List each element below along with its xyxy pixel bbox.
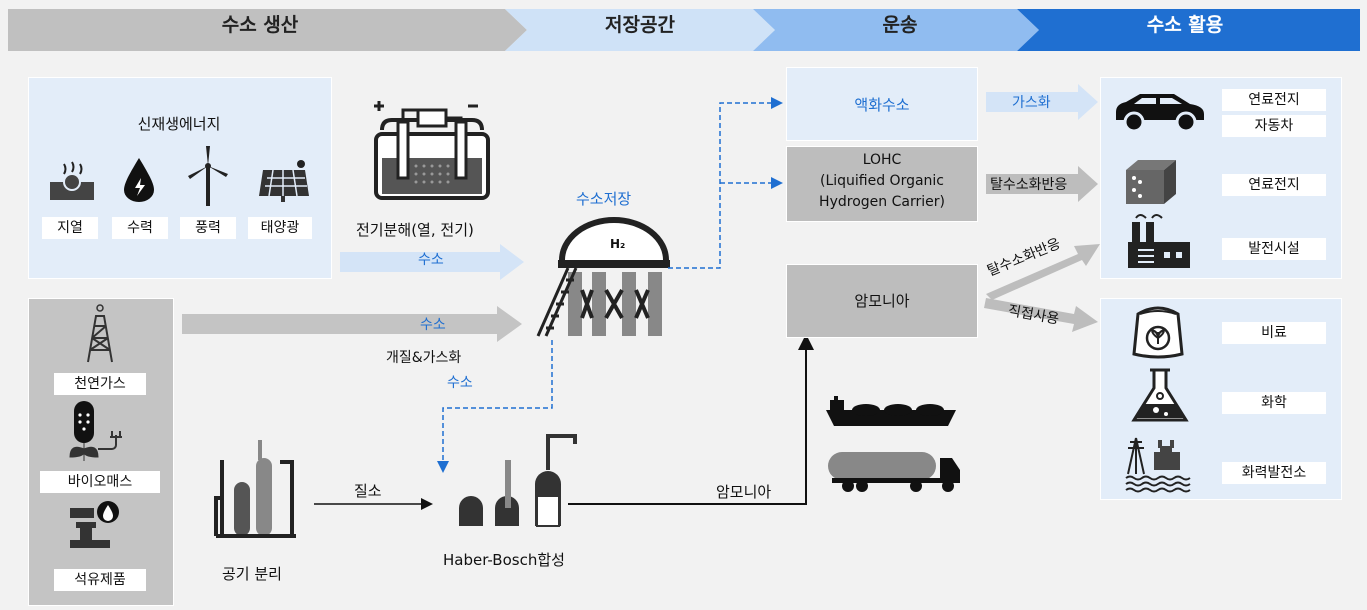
- storage-tank-icon: [536, 217, 670, 337]
- solar-panel-icon: [259, 160, 309, 202]
- use-power-plant: 발전시설: [1222, 238, 1326, 260]
- ammonia-line-label: 암모니아: [716, 483, 772, 501]
- fuel-cell-icon: [1126, 160, 1176, 204]
- fossil-item-biomass: 바이오매스: [40, 471, 160, 493]
- electrolyzer-icon: [374, 101, 490, 200]
- renewable-item-solar: 태양광: [248, 217, 312, 239]
- thermal-power-icon: [1125, 437, 1191, 493]
- stage-storage: 저장공간: [605, 14, 675, 36]
- fossil-item-oil: 석유제품: [54, 569, 146, 591]
- use-chemical: 화학: [1222, 392, 1326, 414]
- use-thermal-power: 화력발전소: [1222, 462, 1326, 484]
- stage-transport: 운송: [882, 14, 918, 36]
- haber-bosch-plant-icon: [459, 434, 577, 527]
- ammonia-label: 암모니아: [854, 292, 910, 310]
- gasification-arrow: [986, 84, 1098, 120]
- haber-bosch-label: Haber-Bosch합성: [443, 551, 565, 569]
- stage-header-bar: [8, 9, 1360, 51]
- air-separation-label: 공기 분리: [222, 565, 282, 583]
- flask-icon: [1131, 368, 1189, 422]
- reforming-label: 개질&가스화: [386, 350, 462, 366]
- liquid-hydrogen-label: 액화수소: [854, 96, 910, 114]
- ammonia-dehydro-arrow: [986, 244, 1100, 300]
- renewable-item-geothermal: 지열: [42, 217, 98, 239]
- tanker-truck-icon: [828, 452, 960, 492]
- renewable-h2-arrow-label: 수소: [418, 252, 444, 268]
- dehydrogenation-label: 탈수소화반응: [990, 177, 1068, 193]
- fertilizer-bag-icon: [1132, 306, 1184, 359]
- renewable-item-wind: 풍력: [180, 217, 236, 239]
- renewable-item-hydro: 수력: [112, 217, 168, 239]
- use-car-line1: 연료전지: [1222, 89, 1326, 111]
- stage-utilization: 수소 활용: [1146, 14, 1224, 36]
- air-separation-icon: [214, 440, 296, 538]
- car-icon: [1116, 94, 1204, 133]
- storage-title: 수소저장: [576, 190, 632, 208]
- geothermal-icon: [50, 161, 94, 200]
- use-fuel-cell: 연료전지: [1222, 174, 1326, 196]
- fossil-h2-arrow-label: 수소: [420, 317, 446, 333]
- use-fertilizer: 비료: [1222, 322, 1326, 344]
- gas-derrick-icon: [87, 304, 113, 363]
- stage-production: 수소 생산: [221, 14, 299, 36]
- biomass-icon: [69, 401, 122, 461]
- lohc-desc-1: (Liquified Organic: [819, 173, 945, 189]
- lohc-desc-2: Hydrogen Carrier): [819, 194, 945, 210]
- electrolysis-label: 전기분해(열, 전기): [356, 221, 474, 239]
- wind-turbine-icon: [188, 146, 228, 206]
- fossil-h2-arrow: [182, 306, 522, 342]
- ammonia-box: [786, 264, 978, 338]
- use-car-line2: 자동차: [1222, 115, 1326, 137]
- direct-use-arrow: [984, 298, 1098, 332]
- renewable-title: 신재생에너지: [137, 115, 221, 133]
- gasification-label: 가스화: [1012, 95, 1051, 111]
- renewable-h2-arrow: [340, 244, 524, 280]
- lohc-box: [786, 146, 978, 222]
- fossil-item-natural-gas: 천연가스: [54, 373, 146, 395]
- dehydrogenation-arrow: [986, 166, 1098, 202]
- liquid-hydrogen-box: [786, 67, 978, 141]
- storage-h2-label: H₂: [610, 237, 626, 251]
- nitrogen-label: 질소: [354, 482, 382, 500]
- dashed-h2-label: 수소: [447, 375, 473, 391]
- tanker-ship-icon: [826, 396, 956, 426]
- oil-product-icon: [70, 501, 119, 548]
- lohc-title: LOHC: [862, 152, 902, 168]
- power-plant-icon: [1128, 214, 1190, 268]
- hydro-drop-icon: [124, 158, 154, 202]
